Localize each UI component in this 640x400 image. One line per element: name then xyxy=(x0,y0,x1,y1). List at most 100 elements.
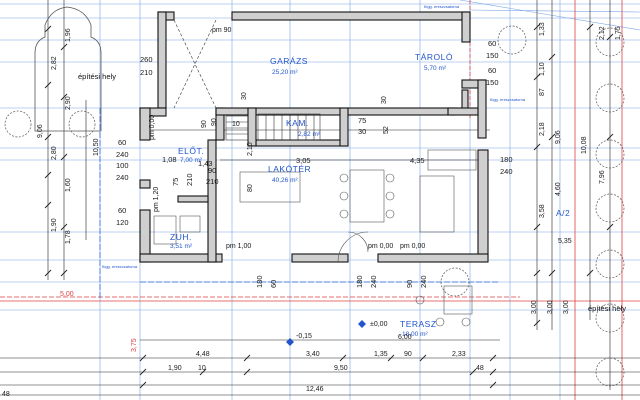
dim-bot-3: 4,48 xyxy=(196,351,210,358)
dim-left-6: 1,78 xyxy=(65,230,72,244)
level-markers xyxy=(286,320,366,346)
room-storage-name: TÁROLÓ xyxy=(415,52,453,62)
dimension-ticks xyxy=(44,23,614,389)
walls xyxy=(139,11,489,263)
dim-k-7: 90 xyxy=(211,118,218,126)
room-labels: GARÁZS 25,20 m² TÁROLÓ 5,70 m² KAM. 2,82… xyxy=(170,52,453,338)
dim-store-w1: 60 xyxy=(488,39,496,48)
dim-store-w2: 60 xyxy=(488,66,496,75)
stairs xyxy=(225,113,321,141)
dim-left-2: 2,80 xyxy=(51,146,58,160)
dim-k-4: 52 xyxy=(383,126,390,134)
dim-k-6: 2,10 xyxy=(247,142,254,156)
room-entry-area: 7,00 m² xyxy=(180,157,203,164)
dim-t-2: 3,00 xyxy=(547,300,554,314)
dim-t-3: 3,00 xyxy=(563,300,570,314)
room-pantry-name: KAM. xyxy=(286,118,309,128)
dimension-values: 2,82 1,96 2,90 9,06 2,80 10,50 1,60 1,90… xyxy=(2,22,622,398)
roof-outline xyxy=(99,108,500,300)
dim-s-5: 90 xyxy=(405,280,414,288)
dim-bot-9: 5,35 xyxy=(558,238,572,245)
dim-right-10: 2,12 xyxy=(599,26,606,40)
dim-left-3: 10,50 xyxy=(93,138,100,156)
dim-bot-1: 5,00 xyxy=(60,291,74,298)
dim-right-9: 7,96 xyxy=(599,170,606,184)
dim-right-8: 3,58 xyxy=(539,204,546,218)
dim-bot-12: 9,50 xyxy=(334,365,348,372)
room-garage-name: GARÁZS xyxy=(270,56,308,66)
dim-k-1: 30 xyxy=(381,96,388,104)
dim-right-3: 87 xyxy=(539,88,546,96)
dim-bot-2: 3,75 xyxy=(131,338,138,352)
note-gutter-2: függ. ereszcsatorna xyxy=(490,97,526,102)
dim-win-7: 90 xyxy=(208,166,216,175)
room-terrace-area: 18,00 m² xyxy=(402,331,428,338)
room-pantry-area: 2,82 m² xyxy=(298,131,321,138)
dim-store-h1: 150 xyxy=(486,51,499,60)
axis-label: A/2 xyxy=(556,208,570,218)
dim-left-1: 9,06 xyxy=(37,124,44,138)
pm-shower: pm 1,20 xyxy=(153,187,160,212)
dim-right-4: 2,18 xyxy=(539,122,546,136)
dim-right-7: 4,60 xyxy=(555,182,562,196)
dim-right-6: 10,08 xyxy=(581,136,588,154)
level-zero: ±0,00 xyxy=(370,321,388,328)
level-terrace: -0,15 xyxy=(296,333,312,340)
room-shower-name: ZUH. xyxy=(170,232,192,242)
dim-garage-door-w: 260 xyxy=(140,55,153,64)
dim-right-11: 1,75 xyxy=(615,26,622,40)
dim-int-2: 3,05 xyxy=(296,156,311,165)
dim-bot-8: 6,00 xyxy=(398,334,412,341)
dim-win-8: 210 xyxy=(206,177,219,186)
note-gutter-1: függ. ereszcsatorna xyxy=(424,4,460,9)
note-gutter-3: függ. ereszcsatorna xyxy=(102,264,138,269)
dim-win-3: 100 xyxy=(116,161,129,170)
garage-opening xyxy=(173,19,217,109)
dim-top-left-3: 2,90 xyxy=(65,96,72,110)
dim-win-5: 60 xyxy=(118,206,126,215)
pm-living1: pm 1,00 xyxy=(226,243,251,250)
dim-bot-10: 1,90 xyxy=(168,365,182,372)
room-entry-name: ELŐT. xyxy=(178,146,204,156)
dim-right-1: 1,33 xyxy=(539,22,546,36)
dim-int-1: 1,43 xyxy=(198,159,213,168)
dim-store-h2: 150 xyxy=(486,78,499,87)
dim-win-11: 180 xyxy=(500,155,513,164)
dim-s-1: 180 xyxy=(255,275,264,288)
dim-win-10: 210 xyxy=(185,173,194,186)
dim-left-5: 1,90 xyxy=(51,218,58,232)
dim-garage-door-h: 210 xyxy=(140,68,153,77)
dim-bot-7: 2,33 xyxy=(452,351,466,358)
furniture xyxy=(153,149,477,327)
room-living-area: 40,26 m² xyxy=(272,177,298,184)
dim-left-4: 1,60 xyxy=(65,178,72,192)
dim-bot-11: 10 xyxy=(198,365,206,372)
dim-k-2: 75 xyxy=(358,116,366,125)
dim-k-5: 10 xyxy=(232,121,240,128)
room-living-name: LAKÓTÉR xyxy=(268,164,311,174)
dim-bot-5: 1,35 xyxy=(374,351,388,358)
room-terrace-name: TERASZ xyxy=(400,319,437,329)
dim-int-3: 4,35 xyxy=(410,156,425,165)
dim-t-1: 3,00 xyxy=(531,300,538,314)
dim-win-6: 120 xyxy=(116,218,129,227)
building-line-label-right: építési hely xyxy=(588,304,626,313)
dim-k-8: 80 xyxy=(247,184,254,192)
dim-int-4: 1,08 xyxy=(162,155,177,164)
dim-k-9: 90 xyxy=(201,120,208,128)
dim-s-4: 240 xyxy=(369,275,378,288)
room-garage-area: 25,20 m² xyxy=(272,69,298,76)
dim-bot-14: 12,46 xyxy=(306,386,324,393)
annotations: építési hely építési hely A/2 ±0,00 -0,1… xyxy=(78,4,626,340)
dim-top-left-2: 1,96 xyxy=(65,28,72,42)
room-shower-area: 3,51 m² xyxy=(170,243,193,250)
dim-right-5: 9,06 xyxy=(555,130,562,144)
pm-garage: pm 90 xyxy=(212,27,232,34)
dim-win-1: 60 xyxy=(118,138,126,147)
pm-living2: pm 0,00 xyxy=(368,243,393,250)
pm-entry: pm 0,00 xyxy=(149,115,156,140)
dim-bot-13: 48 xyxy=(476,365,484,372)
